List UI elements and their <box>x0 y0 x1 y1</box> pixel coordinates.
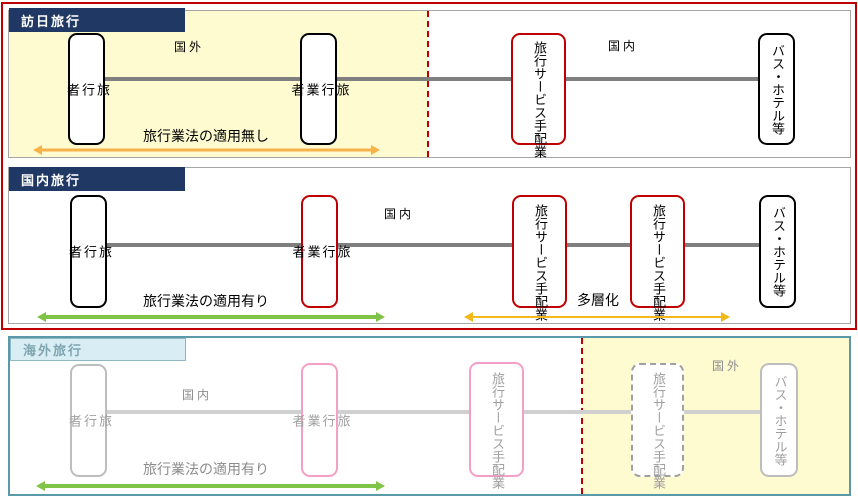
law-scope-arrow <box>33 145 380 155</box>
zone-label-foreign: 国外 <box>712 359 743 373</box>
flow-line <box>105 243 765 247</box>
law-scope-arrow <box>37 312 385 322</box>
traveler-label: 旅 行 者 <box>66 414 111 427</box>
bus-hotel-label: バス・ホテル等 <box>769 43 784 135</box>
domestic-inbound-frame <box>1 2 857 330</box>
travel-agency-label: 旅 行 業 者 <box>289 245 350 258</box>
travel-agency-box: 旅 行 業 者 <box>290 195 350 308</box>
multi-layer-label: 多層化 <box>577 293 619 309</box>
service-arranger-box: 旅行サービス手配業 <box>511 33 566 158</box>
section-outbound-header: 海外旅行 <box>10 338 186 361</box>
bus-hotel-label: バス・ホテル等 <box>770 206 785 297</box>
foreign-service-arranger-box: 旅行サービス手配業 <box>631 363 684 489</box>
section-inbound-header: 訪日旅行 <box>9 8 185 32</box>
zone-label-domestic: 国内 <box>182 388 213 402</box>
border-divider <box>427 11 429 157</box>
service-arranger-box: 旅行サービス手配業 <box>469 362 524 489</box>
zone-label-foreign: 国外 <box>174 40 205 54</box>
law-status-label: 旅行業法の適用無し <box>143 129 269 145</box>
traveler-box: 旅 行 者 <box>66 364 111 477</box>
service-arranger-label: 旅行サービス手配業 <box>532 203 547 321</box>
travel-agency-label: 旅 行 業 者 <box>289 413 350 427</box>
flow-line <box>105 410 765 414</box>
service-arranger-label: 旅行サービス手配業 <box>650 372 665 489</box>
section-inbound-panel <box>8 10 851 158</box>
section-domestic-panel <box>8 167 851 324</box>
bus-hotel-box: バス・ホテル等 <box>760 363 798 477</box>
law-status-label: 旅行業法の適用有り <box>143 462 269 478</box>
bus-hotel-box: バス・ホテル等 <box>759 195 796 308</box>
law-status-label: 旅行業法の適用有り <box>143 294 269 310</box>
law-scope-arrow <box>36 481 385 491</box>
section-domestic-header: 国内旅行 <box>9 167 185 191</box>
service-arranger-label: 旅行サービス手配業 <box>531 41 546 158</box>
bus-hotel-box: バス・ホテル等 <box>758 33 795 145</box>
traveler-box: 旅 行 者 <box>66 195 111 308</box>
service-arranger-label: 旅行サービス手配業 <box>650 203 665 321</box>
multi-layer-arrow <box>464 312 730 322</box>
travel-agency-box: 旅 行 業 者 <box>290 363 350 477</box>
zone-label-domestic: 国内 <box>384 207 415 221</box>
service-arranger-box: 旅行サービス手配業 <box>512 195 567 321</box>
zone-label-domestic: 国内 <box>608 39 639 53</box>
traveler-box: 旅 行 者 <box>64 33 109 145</box>
border-divider <box>581 338 583 494</box>
service-arranger-box-2: 旅行サービス手配業 <box>630 195 685 321</box>
travel-agency-box: 旅 行 業 者 <box>289 33 349 145</box>
travel-agency-label: 旅 行 業 者 <box>288 82 349 96</box>
traveler-label: 旅 行 者 <box>66 245 111 258</box>
traveler-label: 旅 行 者 <box>64 82 109 96</box>
section-outbound-panel <box>8 336 851 496</box>
bus-hotel-label: バス・ホテル等 <box>771 374 787 466</box>
foreign-zone <box>582 338 849 494</box>
service-arranger-label: 旅行サービス手配業 <box>489 371 504 489</box>
flow-line <box>102 77 762 81</box>
